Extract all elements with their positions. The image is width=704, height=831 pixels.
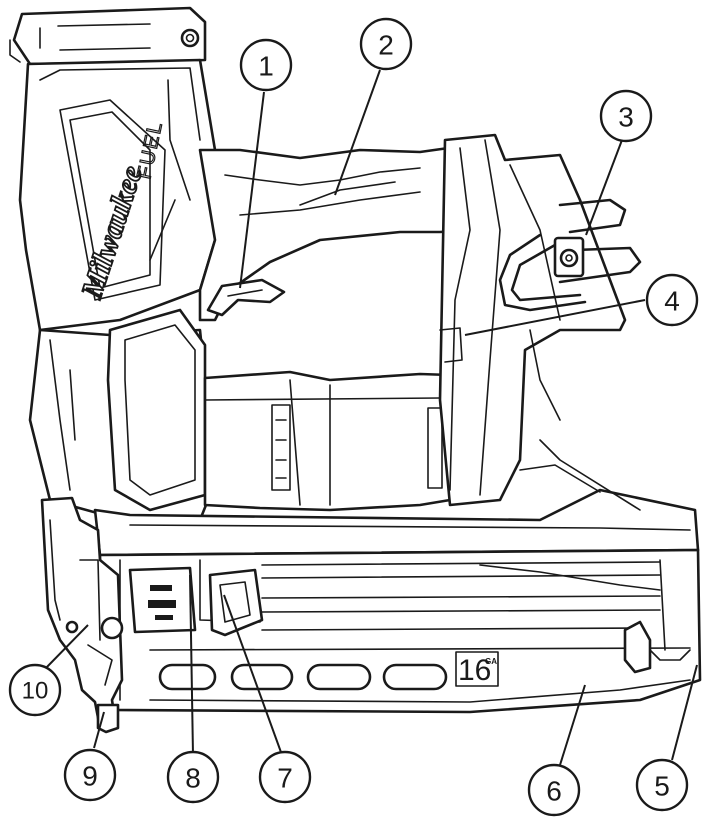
svg-text:2: 2: [378, 30, 394, 61]
svg-text:9: 9: [82, 761, 98, 792]
callout-5: 5: [635, 758, 689, 812]
svg-text:8: 8: [185, 763, 201, 794]
gauge-number: 16: [458, 654, 491, 687]
callout-8: 8: [166, 750, 220, 804]
svg-text:10: 10: [22, 678, 49, 705]
callout-2: 2: [359, 17, 413, 71]
callouts: 1 2 3 4 5 6 7 8: [8, 17, 699, 817]
svg-text:1: 1: [258, 51, 274, 82]
svg-text:5: 5: [654, 771, 670, 802]
svg-text:6: 6: [546, 776, 562, 807]
callout-7: 7: [258, 750, 312, 804]
svg-text:4: 4: [664, 286, 680, 317]
callout-4: 4: [645, 273, 699, 327]
gauge-unit: GA: [485, 657, 497, 666]
callout-10: 10: [8, 663, 62, 717]
callout-9: 9: [63, 748, 117, 802]
svg-text:3: 3: [618, 102, 634, 133]
nailer-illustration: Milwaukee FUEL: [9, 6, 702, 734]
callout-6: 6: [527, 763, 581, 817]
callout-1: 1: [239, 38, 293, 92]
svg-text:7: 7: [277, 763, 293, 794]
callout-3: 3: [599, 89, 653, 143]
